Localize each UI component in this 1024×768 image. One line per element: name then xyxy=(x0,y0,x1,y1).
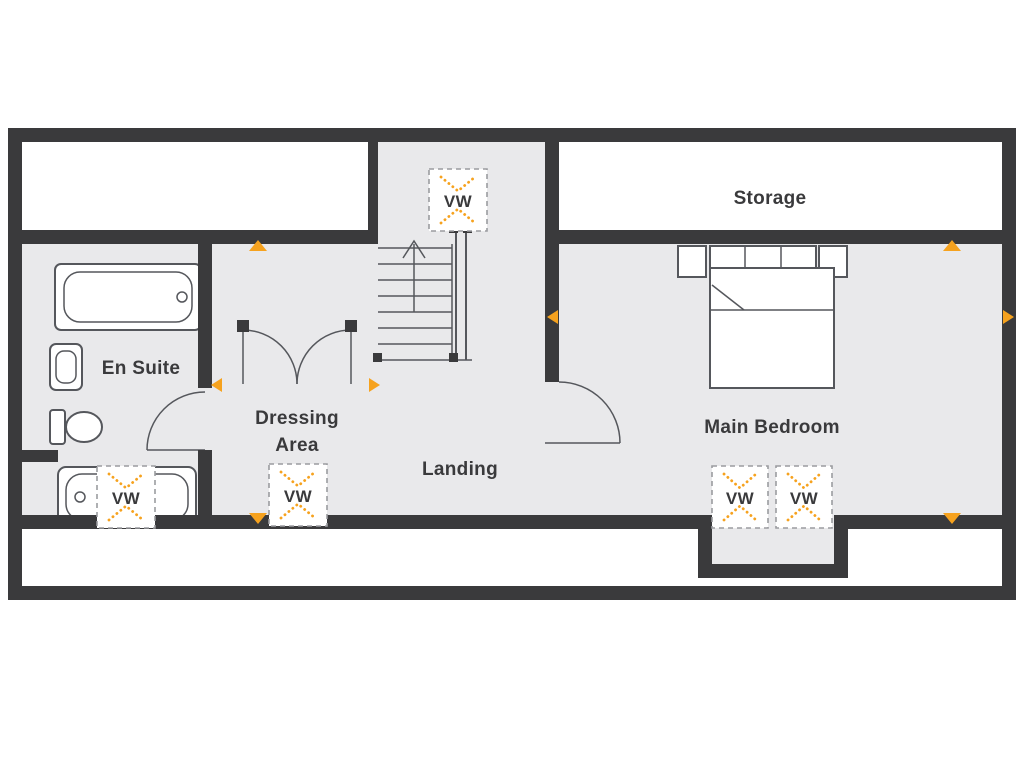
wall-dormer-right xyxy=(834,515,848,578)
velux-label: VW xyxy=(726,489,755,508)
outer-walls xyxy=(8,128,1016,600)
bath-drain xyxy=(176,291,188,303)
stair-treads xyxy=(378,244,472,361)
velux-chevron-top-icon xyxy=(107,472,145,490)
label-main-bedroom: Main Bedroom xyxy=(704,417,840,438)
velux-window-marker: VW xyxy=(428,168,488,232)
ensuite-toilet xyxy=(49,409,103,445)
arrow-down-icon xyxy=(943,513,961,524)
wall-stair-strip-left xyxy=(368,142,378,244)
wall-hinge-stub-left xyxy=(237,320,249,332)
velux-chevron-top-icon xyxy=(722,472,758,490)
door-swing-arc-left xyxy=(242,329,298,385)
velux-box xyxy=(711,465,769,529)
arrow-up-icon xyxy=(943,240,961,251)
window-direction-markers xyxy=(211,240,1014,524)
wall-under-storage xyxy=(545,230,1002,244)
door-swing-arc xyxy=(558,381,621,444)
bath-drain xyxy=(74,491,86,503)
bedroom-bed xyxy=(677,245,848,389)
room-labels: Storage En Suite Dressing Area Landing M… xyxy=(102,188,840,480)
stair-direction-arrow xyxy=(402,239,426,312)
velux-chevron-top-icon xyxy=(439,175,477,193)
wall-right xyxy=(1002,128,1016,600)
velux-chevron-top-icon xyxy=(279,470,317,488)
wall-top xyxy=(8,128,1016,142)
velux-window-marker: VW xyxy=(775,465,833,529)
arrow-left-icon xyxy=(547,310,558,324)
arrow-right-icon xyxy=(1003,310,1014,324)
arrow-up-icon xyxy=(249,240,267,251)
blanket-fold xyxy=(711,284,745,311)
door-swing-arc-right xyxy=(296,329,352,385)
label-storage: Storage xyxy=(734,188,807,209)
velux-chevron-bottom-icon xyxy=(439,207,477,225)
door-swing-arc xyxy=(146,391,206,451)
wall-bottom-rooms-right xyxy=(848,515,1002,529)
arrow-down-icon xyxy=(249,513,267,524)
velux-chevron-top-icon xyxy=(786,472,822,490)
newel-post xyxy=(449,353,458,362)
velux-window-marker: VW xyxy=(711,465,769,529)
interior-walls xyxy=(22,142,1002,578)
door-ensuite xyxy=(146,391,206,451)
bedside-table-left xyxy=(677,245,707,278)
label-dressing-line2: Area xyxy=(275,435,319,456)
velux-label: VW xyxy=(790,489,819,508)
velux-window-marker: VW xyxy=(268,463,328,527)
arrow-left-icon xyxy=(211,378,222,392)
wall-nook-stub xyxy=(22,450,58,462)
newel-post xyxy=(373,353,382,362)
velux-window-marker: VW xyxy=(96,465,156,529)
toilet-cistern xyxy=(49,409,66,445)
wall-dormer-bottom xyxy=(698,564,848,578)
velux-chevron-bottom-icon xyxy=(786,504,822,522)
wall-bottom-rooms-left xyxy=(22,515,698,529)
velux-label: VW xyxy=(112,489,141,508)
velux-label: VW xyxy=(284,487,313,506)
velux-box xyxy=(428,168,488,232)
label-landing: Landing xyxy=(422,459,498,480)
sink-basin xyxy=(55,350,77,384)
wall-dormer-left xyxy=(698,515,712,578)
door-dressing-double xyxy=(242,329,352,385)
velux-chevron-bottom-icon xyxy=(722,504,758,522)
velux-label: VW xyxy=(444,192,473,211)
wall-left xyxy=(8,128,22,600)
label-en-suite: En Suite xyxy=(102,358,180,379)
velux-box xyxy=(96,465,156,529)
velux-chevron-bottom-icon xyxy=(279,502,317,520)
wall-hinge-stub-right xyxy=(345,320,357,332)
toilet-bowl xyxy=(65,411,103,443)
velux-box xyxy=(268,463,328,527)
headboard xyxy=(709,245,817,269)
mattress xyxy=(709,267,835,389)
velux-chevron-bottom-icon xyxy=(107,504,145,522)
velux-box xyxy=(775,465,833,529)
ensuite-bath-top xyxy=(54,263,202,331)
label-dressing-line1: Dressing xyxy=(255,408,339,429)
wall-landing-bedroom xyxy=(545,142,559,382)
arrow-right-icon xyxy=(369,378,380,392)
wall-ensuite-lower xyxy=(198,450,212,529)
ensuite-sink xyxy=(49,343,83,391)
bath-inner xyxy=(63,271,193,323)
door-bedroom xyxy=(545,381,621,444)
wall-ensuite-upper xyxy=(198,230,212,388)
wall-bottom xyxy=(8,586,1016,600)
